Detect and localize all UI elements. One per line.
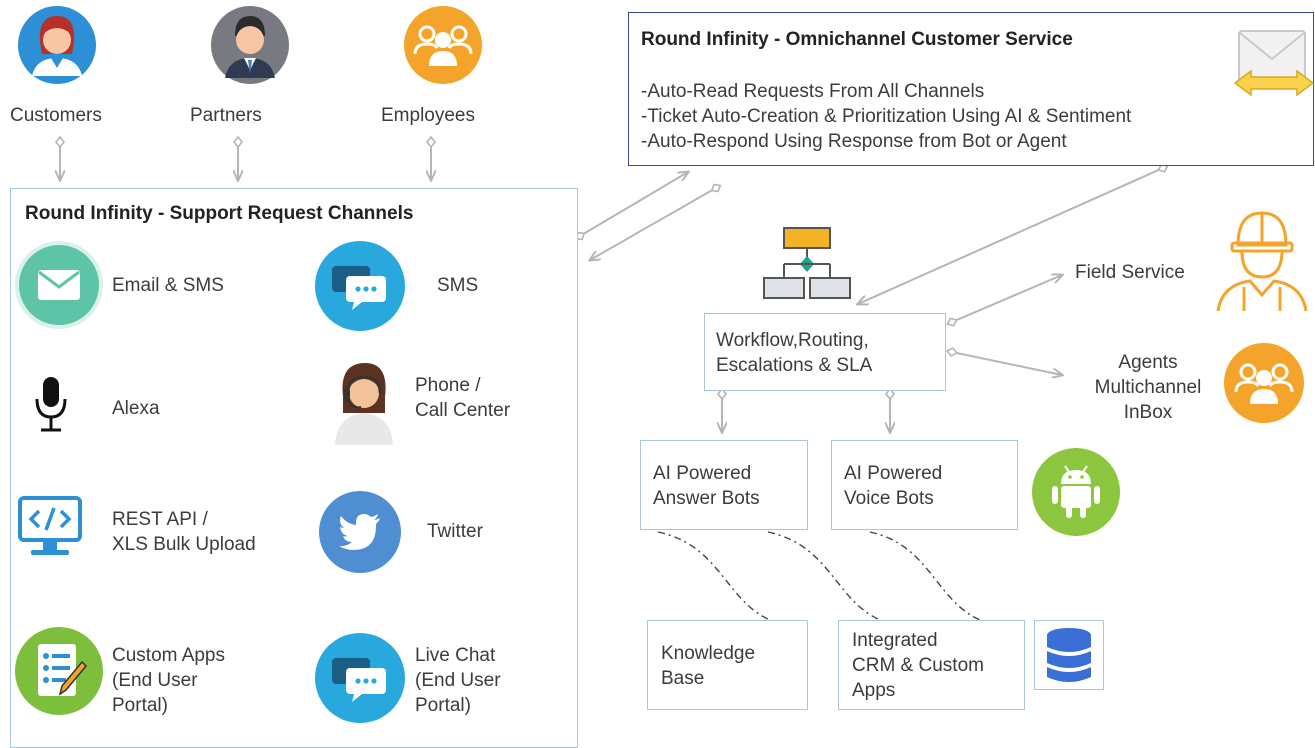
answer-to-kb-link [657, 531, 771, 621]
employees-group-icon [404, 6, 482, 84]
knowledge-base-line1: Knowledge [661, 643, 756, 664]
field-worker-helmet-icon [1214, 205, 1310, 313]
partner-avatar-icon [211, 6, 289, 84]
code-monitor-icon [17, 495, 83, 559]
channel-custom-apps-label: Custom Apps (End User Portal) [112, 645, 225, 716]
channel-live-chat-label: Live Chat (End User Portal) [415, 645, 501, 716]
voice-bots-box: AI Powered Voice Bots [831, 440, 1018, 530]
workflow-label-line1: Workflow,Routing, [716, 330, 869, 351]
database-icon [1034, 620, 1104, 690]
voice-bots-line2: Voice Bots [844, 488, 934, 509]
answer-to-crm-link [767, 531, 881, 621]
workflow-to-agents-arrow [952, 352, 1062, 375]
custom-apps-form-icon [15, 627, 103, 715]
support-request-channels-box: Round Infinity - Support Request Channel… [10, 188, 578, 748]
workflow-to-field-arrow [952, 275, 1062, 322]
omni-features-list: -Auto-Read Requests From All Channels -T… [641, 81, 1132, 152]
channel-email-sms-label: Email & SMS [112, 275, 224, 296]
knowledge-base-box: Knowledge Base [647, 620, 808, 710]
partners-label: Partners [190, 105, 262, 126]
voice-bots-line1: AI Powered [844, 463, 943, 484]
workflow-routing-box: Workflow,Routing, Escalations & SLA [704, 313, 946, 391]
crm-line3: Apps [852, 680, 896, 701]
answer-bots-box: AI Powered Answer Bots [640, 440, 808, 530]
omnichannel-service-box: Round Infinity - Omnichannel Customer Se… [628, 12, 1315, 166]
agents-inbox-label: Agents Multichannel InBox [1094, 352, 1202, 423]
voice-to-crm-link [869, 531, 981, 621]
channels-box-title: Round Infinity - Support Request Channel… [25, 203, 414, 224]
email-icon [19, 245, 99, 325]
employees-label: Employees [381, 105, 475, 126]
omni-to-workflow-arrow [858, 168, 1163, 304]
omni-to-channels-arrow [590, 188, 716, 260]
workflow-label-line2: Escalations & SLA [716, 355, 873, 376]
twitter-icon [319, 491, 401, 573]
crm-line2: CRM & Custom [852, 655, 984, 676]
channel-twitter-label: Twitter [427, 521, 483, 542]
customer-avatar-icon [18, 6, 96, 84]
envelope-exchange-icon [1233, 27, 1315, 105]
answer-bots-line1: AI Powered [653, 463, 752, 484]
call-center-agent-icon [329, 357, 399, 447]
customers-label: Customers [10, 105, 102, 126]
knowledge-base-line2: Base [661, 668, 705, 689]
field-service-label: Field Service [1075, 262, 1185, 283]
crm-line1: Integrated [852, 630, 938, 651]
omni-box-title: Round Infinity - Omnichannel Customer Se… [641, 29, 1073, 50]
channel-phone-label: Phone / Call Center [415, 375, 511, 421]
channel-rest-api-label: REST API / XLS Bulk Upload [112, 509, 256, 555]
live-chat-icon [315, 633, 405, 723]
channels-to-omni-arrow [580, 172, 688, 236]
android-icon [1032, 448, 1120, 536]
workflow-hierarchy-icon [762, 226, 852, 300]
agents-group-icon [1224, 343, 1304, 423]
channel-alexa-label: Alexa [112, 398, 160, 419]
channel-sms-label: SMS [437, 275, 479, 296]
microphone-icon [31, 375, 71, 435]
sms-chat-icon [315, 241, 405, 331]
crm-custom-apps-box: Integrated CRM & Custom Apps [838, 620, 1025, 710]
answer-bots-line2: Answer Bots [653, 488, 760, 509]
